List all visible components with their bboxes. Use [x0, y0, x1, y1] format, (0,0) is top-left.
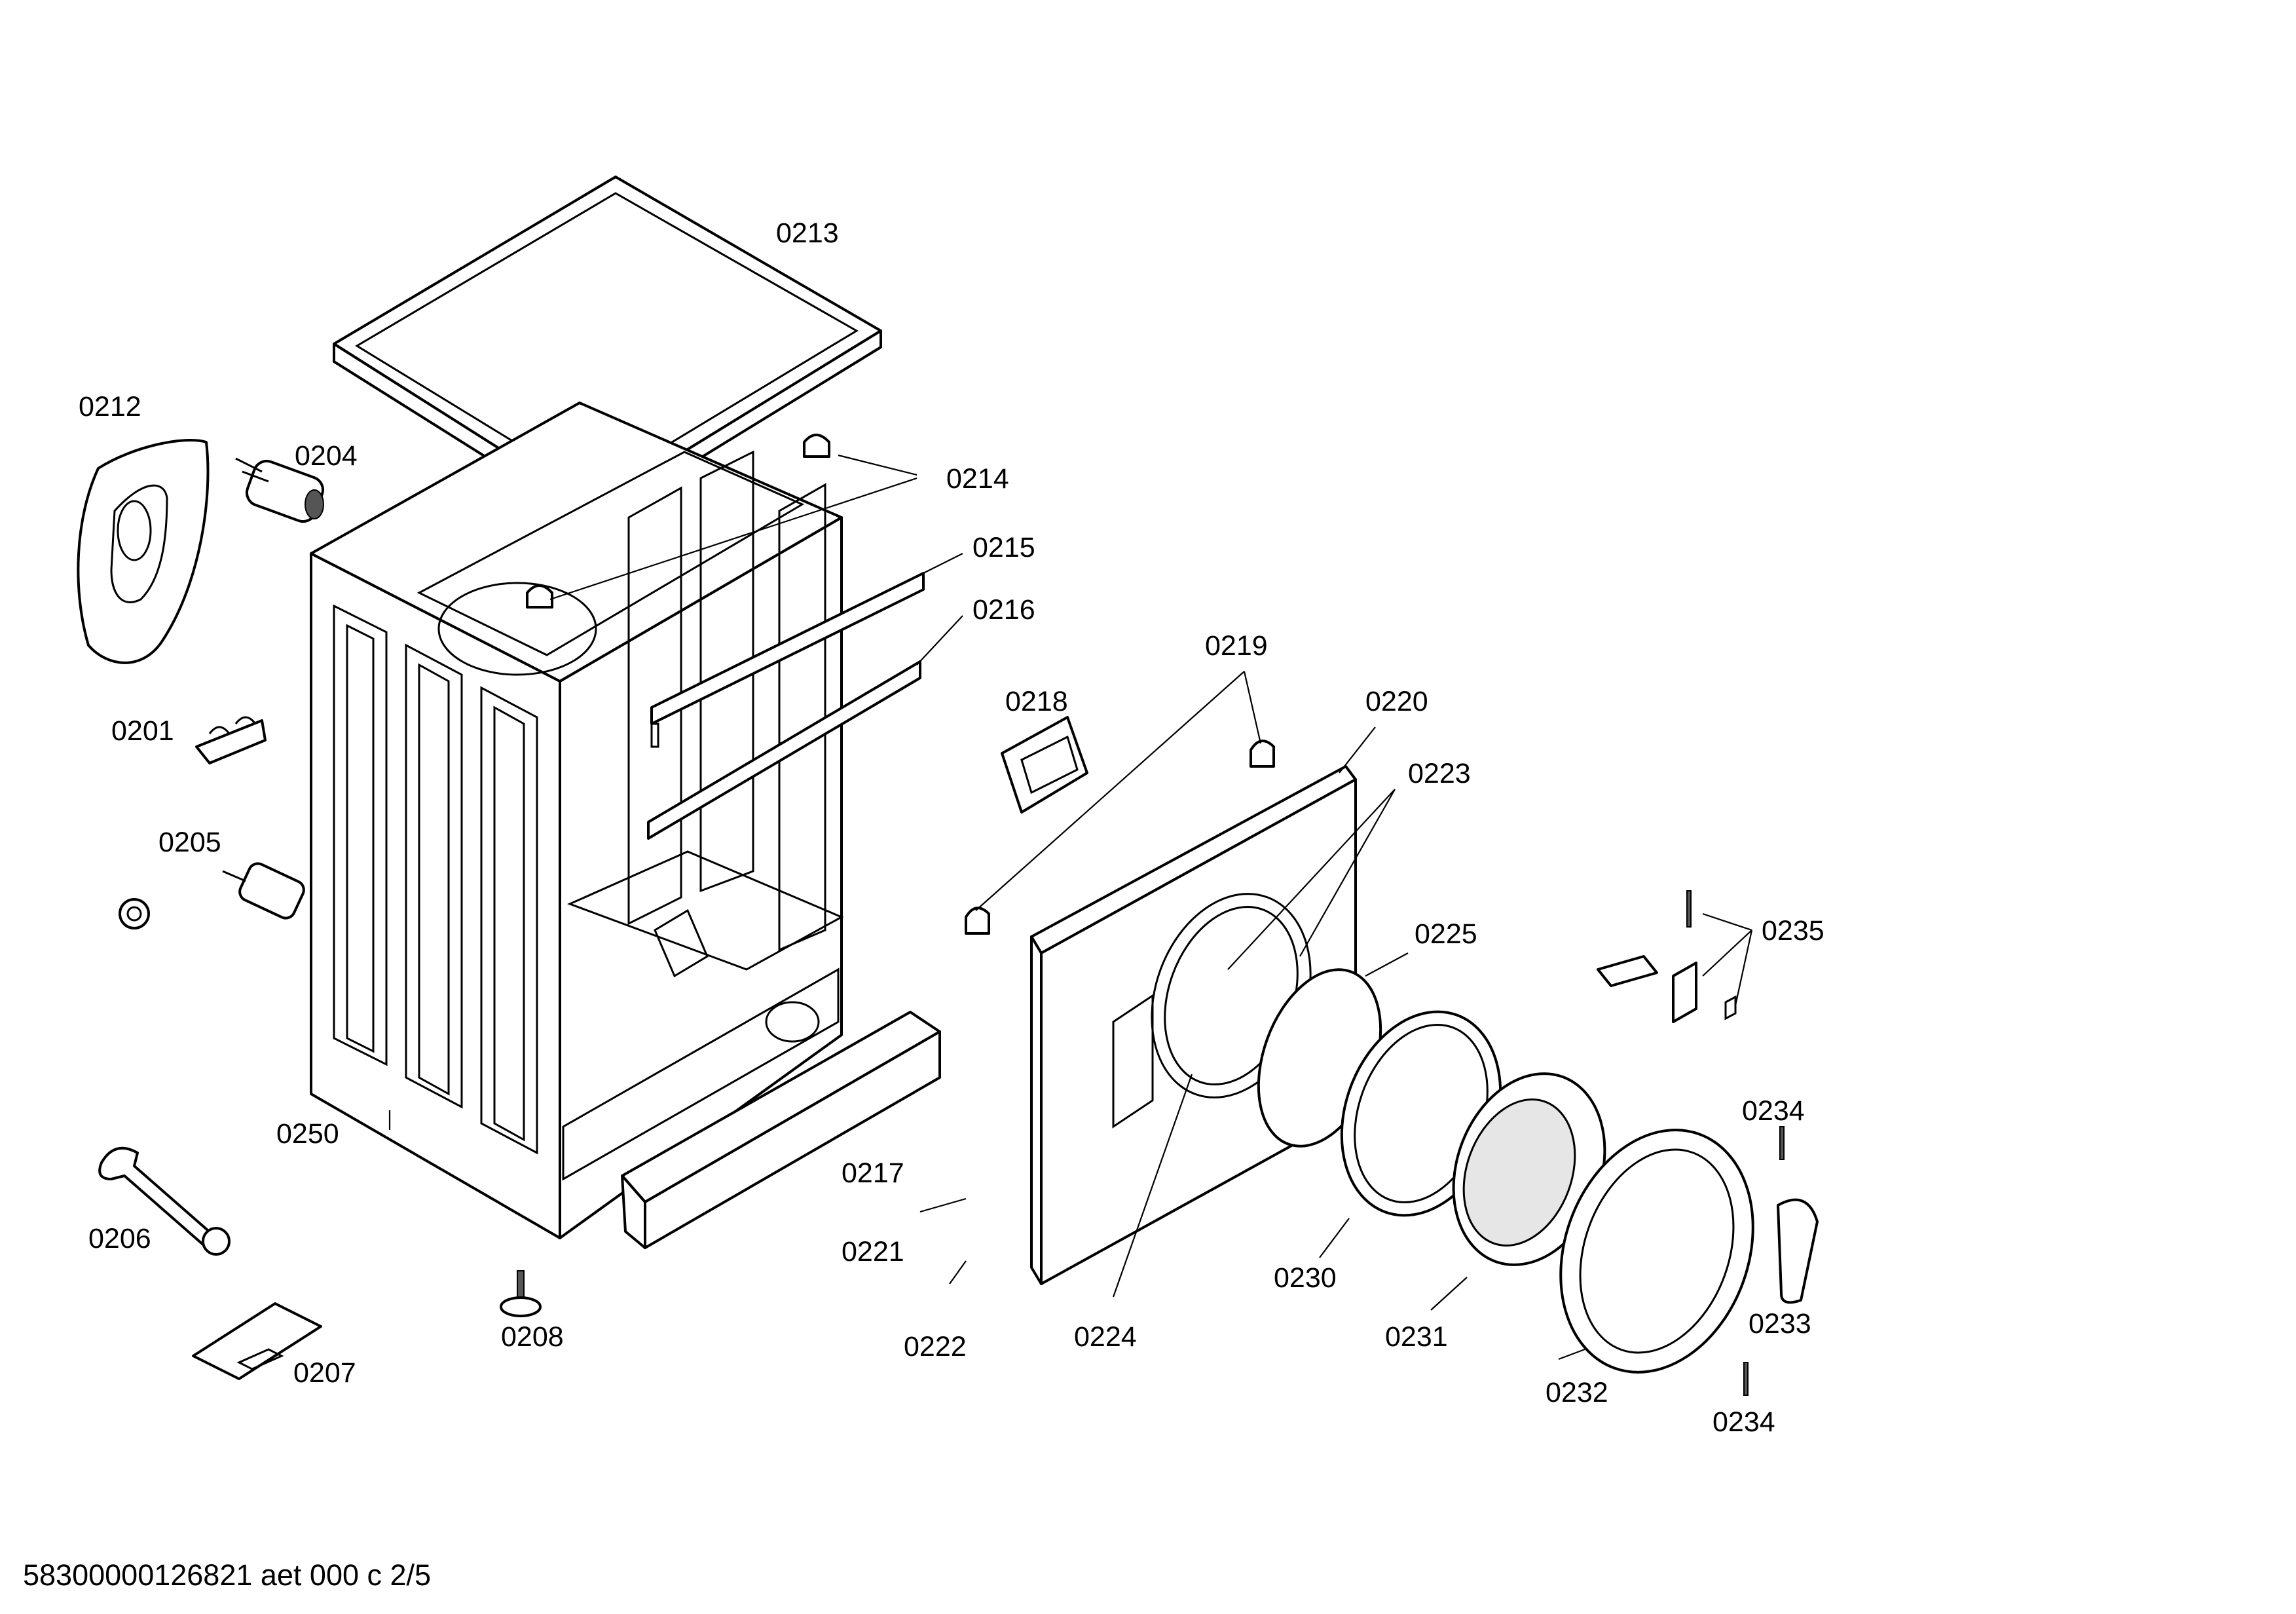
label-0220: 0220	[1365, 686, 1428, 717]
label-0221: 0221	[842, 1236, 904, 1267]
label-0207: 0207	[293, 1357, 356, 1389]
label-0222: 0222	[904, 1331, 967, 1362]
part-0231-door-glass	[1452, 1072, 1606, 1266]
part-0207-shim	[192, 1302, 322, 1380]
document-footer: 58300000126821 aet 000 c 2/5	[23, 1558, 431, 1592]
part-0234-pin	[1743, 1126, 1785, 1396]
part-0220-front-panel	[1030, 765, 1357, 1285]
part-0212-rear-cover	[77, 438, 210, 664]
label-0224: 0224	[1074, 1321, 1137, 1353]
leader-lines	[388, 454, 1753, 1361]
part-0214-clip	[526, 434, 830, 609]
part-0235-hinge	[1597, 890, 1737, 1023]
label-0216: 0216	[972, 594, 1035, 626]
part-0201-bracket	[195, 716, 267, 764]
label-0204: 0204	[295, 440, 358, 472]
part-0205-damper	[119, 862, 305, 929]
label-0205: 0205	[158, 827, 221, 858]
label-0250: 0250	[276, 1118, 339, 1150]
label-0212: 0212	[79, 391, 141, 422]
label-0201: 0201	[111, 715, 174, 747]
label-0206: 0206	[88, 1223, 151, 1254]
label-0213: 0213	[776, 217, 839, 249]
label-0214: 0214	[946, 463, 1009, 495]
label-0217: 0217	[842, 1157, 904, 1189]
label-0223: 0223	[1408, 758, 1471, 789]
part-0219-clip	[965, 740, 1275, 935]
label-0218: 0218	[1005, 686, 1068, 717]
part-0215-rail	[650, 572, 925, 748]
label-0219: 0219	[1205, 630, 1268, 662]
label-0234-bottom: 0234	[1713, 1406, 1775, 1438]
part-0232-door-ring	[1559, 1129, 1754, 1374]
part-labels: 0213 0212 0204 0214 0215 0216 0219 0218 …	[79, 217, 1824, 1438]
label-0225: 0225	[1415, 918, 1477, 950]
part-0217-base-panel	[621, 1011, 941, 1249]
label-0233: 0233	[1749, 1308, 1811, 1340]
label-0208: 0208	[501, 1321, 564, 1353]
label-0235: 0235	[1762, 915, 1824, 947]
label-0230: 0230	[1274, 1262, 1337, 1294]
label-0231: 0231	[1385, 1321, 1448, 1353]
part-0216-rail	[647, 660, 921, 840]
label-0232: 0232	[1546, 1377, 1608, 1408]
label-0234-top: 0234	[1742, 1095, 1805, 1127]
label-0215: 0215	[972, 532, 1035, 563]
part-0208-foot	[500, 1270, 542, 1317]
part-0218-door-lock	[1001, 716, 1088, 814]
part-0250-cabinet	[310, 402, 844, 1239]
part-0233-handle	[1777, 1198, 1819, 1304]
part-0206-wrench	[98, 1146, 231, 1256]
part-0204-pump	[235, 457, 325, 523]
